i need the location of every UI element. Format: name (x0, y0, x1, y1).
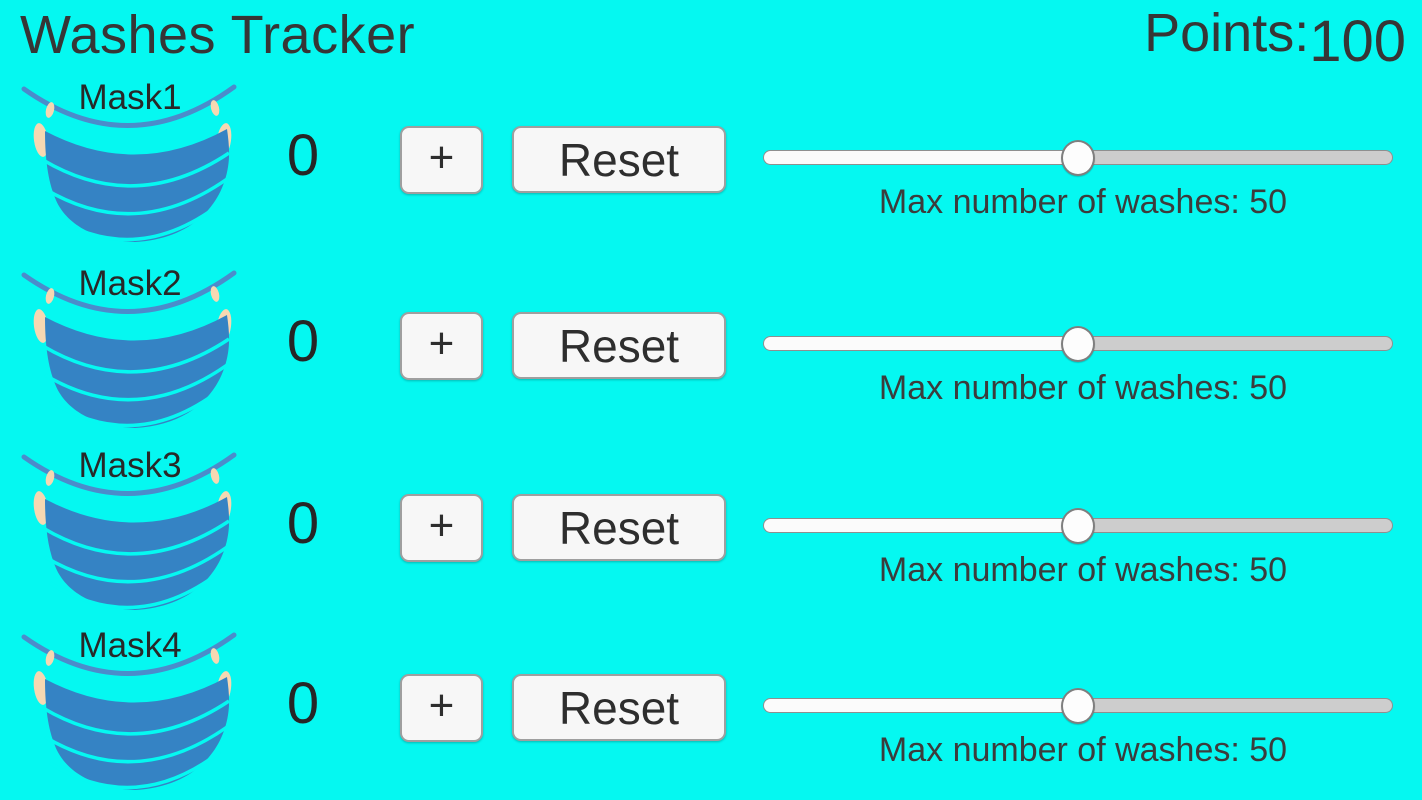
face-mask-icon (21, 632, 237, 790)
mask-name-label: Mask4 (78, 626, 182, 665)
slider-thumb[interactable] (1061, 139, 1095, 176)
mask-row: Mask3 0 + Reset Max number of washes: 50 (0, 433, 1422, 628)
slider-thumb[interactable] (1061, 687, 1095, 724)
max-washes-label: Max number of washes: 50 (878, 731, 1288, 769)
slider-thumb[interactable] (1061, 507, 1095, 544)
max-washes-slider[interactable] (763, 139, 1393, 176)
face-mask-image: Mask1 (15, 65, 245, 250)
face-mask-icon (21, 84, 237, 242)
points-display: Points:100 (1144, 0, 1406, 75)
wash-count: 0 (286, 309, 320, 374)
page-title: Washes Tracker (20, 5, 416, 65)
slider-track-filled[interactable] (763, 336, 1078, 351)
face-mask-icon (21, 270, 237, 428)
max-washes-control: Max number of washes: 50 (763, 65, 1393, 225)
wash-count: 0 (286, 123, 320, 188)
slider-track-filled[interactable] (763, 698, 1078, 713)
max-washes-slider[interactable] (763, 507, 1393, 544)
reset-button[interactable]: Reset (512, 674, 726, 741)
max-washes-control: Max number of washes: 50 (763, 433, 1393, 593)
slider-track-empty[interactable] (1078, 698, 1393, 713)
mask-name-label: Mask3 (78, 446, 182, 485)
increment-wash-button[interactable]: + (400, 126, 483, 194)
slider-track-empty[interactable] (1078, 518, 1393, 533)
slider-track-empty[interactable] (1078, 150, 1393, 165)
wash-count: 0 (286, 491, 320, 556)
mask-row: Mask2 0 + Reset Max number of washes: 50 (0, 251, 1422, 446)
mask-row: Mask4 0 + Reset Max number of washes: 50 (0, 613, 1422, 800)
slider-thumb[interactable] (1061, 325, 1095, 362)
mask-name-label: Mask1 (78, 78, 182, 117)
reset-button[interactable]: Reset (512, 494, 726, 561)
points-value: 100 (1309, 9, 1406, 74)
wash-count: 0 (286, 671, 320, 736)
points-label: Points: (1144, 3, 1310, 63)
increment-wash-button[interactable]: + (400, 312, 483, 380)
max-washes-label: Max number of washes: 50 (878, 369, 1288, 407)
slider-track-filled[interactable] (763, 150, 1078, 165)
increment-wash-button[interactable]: + (400, 674, 483, 742)
face-mask-icon (21, 452, 237, 610)
max-washes-control: Max number of washes: 50 (763, 613, 1393, 773)
max-washes-control: Max number of washes: 50 (763, 251, 1393, 411)
max-washes-slider[interactable] (763, 687, 1393, 724)
face-mask-image: Mask3 (15, 433, 245, 618)
reset-button[interactable]: Reset (512, 126, 726, 193)
slider-track-empty[interactable] (1078, 336, 1393, 351)
slider-track-filled[interactable] (763, 518, 1078, 533)
max-washes-label: Max number of washes: 50 (878, 551, 1288, 589)
face-mask-image: Mask2 (15, 251, 245, 436)
reset-button[interactable]: Reset (512, 312, 726, 379)
mask-row: Mask1 0 + Reset Max number of washes: 50 (0, 65, 1422, 260)
mask-name-label: Mask2 (78, 264, 182, 303)
increment-wash-button[interactable]: + (400, 494, 483, 562)
max-washes-label: Max number of washes: 50 (878, 183, 1288, 221)
max-washes-slider[interactable] (763, 325, 1393, 362)
face-mask-image: Mask4 (15, 613, 245, 798)
